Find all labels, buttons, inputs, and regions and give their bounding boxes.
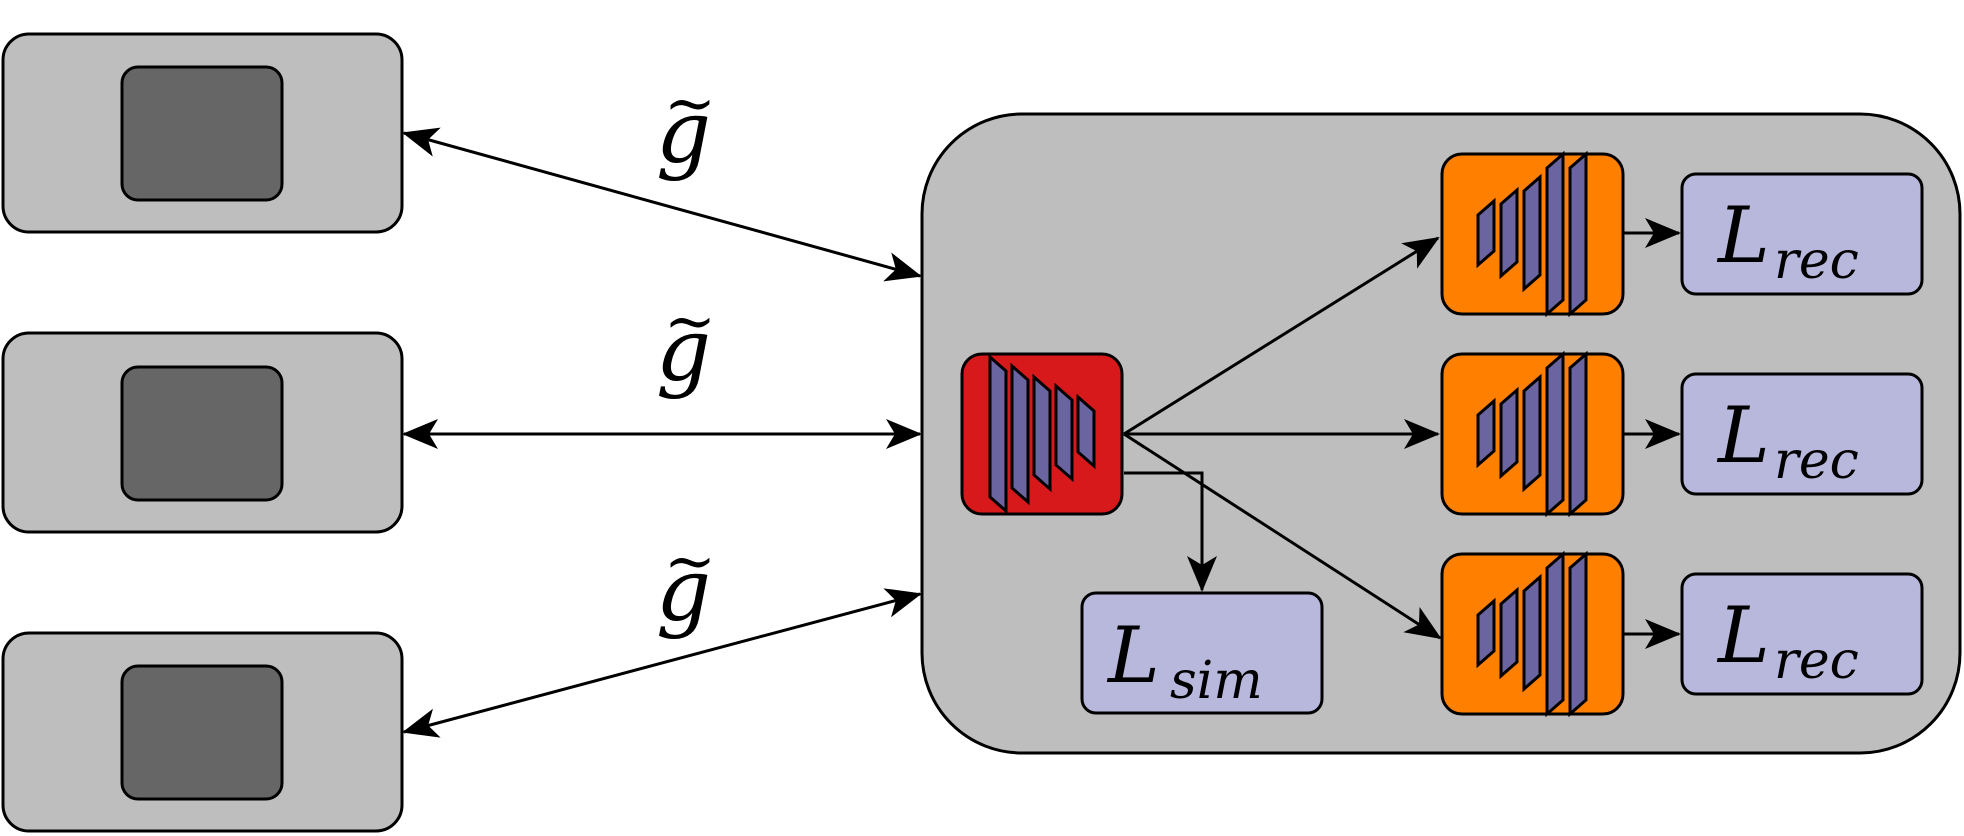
edge-encoder-decoder-3: [1123, 432, 1442, 640]
edge-encoder-decoder-1: [1123, 236, 1440, 436]
decoder-network-icon: [1476, 350, 1588, 518]
client-device-icon: [120, 664, 284, 801]
decoder-block-3: [1440, 550, 1625, 718]
decoder-network-icon: [1476, 150, 1588, 318]
encoder-network-icon: [988, 353, 1096, 515]
client-2: [1, 331, 404, 534]
edge-client-3-server: [402, 588, 922, 738]
client-device-icon: [120, 65, 284, 202]
gradient-label-3: ~ g: [656, 524, 716, 641]
decoder-block-1: [1440, 150, 1625, 318]
svg-text:~: ~: [664, 66, 716, 139]
encoder-block: [960, 352, 1124, 516]
gradient-label-2: ~ g: [656, 284, 716, 401]
decoder-block-2: [1440, 350, 1625, 518]
svg-text:g: g: [656, 541, 711, 641]
svg-text:L: L: [1716, 191, 1770, 281]
svg-text:g: g: [656, 301, 711, 401]
svg-text:rec: rec: [1774, 231, 1859, 291]
svg-text:L: L: [1716, 591, 1770, 681]
svg-text:g: g: [656, 83, 711, 183]
decoder-network-icon: [1476, 550, 1588, 718]
svg-text:rec: rec: [1774, 631, 1859, 691]
gradient-label-1: ~ g: [656, 66, 716, 183]
svg-text:L: L: [1106, 611, 1160, 701]
edge-encoder-lsim: [1124, 471, 1217, 592]
svg-text:~: ~: [664, 524, 716, 597]
svg-text:L: L: [1716, 391, 1770, 481]
svg-text:rec: rec: [1774, 431, 1859, 491]
client-device-icon: [120, 365, 284, 502]
svg-text:~: ~: [664, 284, 716, 357]
svg-text:sim: sim: [1170, 651, 1263, 711]
loss-rec-3: L rec: [1680, 572, 1924, 696]
loss-sim: L sim: [1080, 591, 1324, 715]
edge-client-1-server: [402, 127, 922, 282]
loss-rec-1: L rec: [1680, 172, 1924, 296]
client-3: [1, 631, 404, 833]
loss-rec-2: L rec: [1680, 372, 1924, 496]
client-1: [1, 32, 404, 234]
